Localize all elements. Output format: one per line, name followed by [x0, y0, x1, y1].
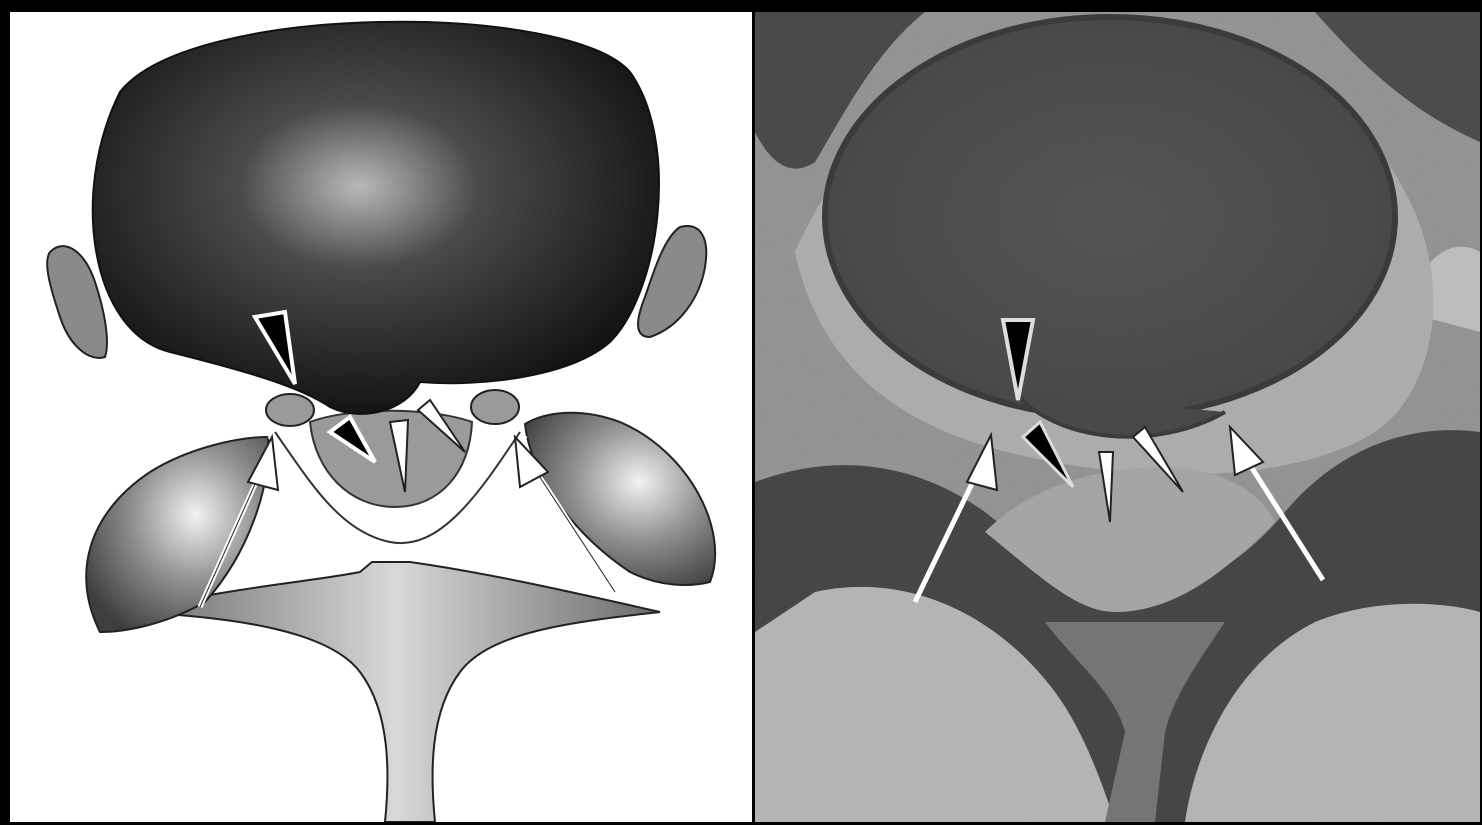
- vertebral-body: [93, 22, 659, 414]
- right-nerve-root: [471, 390, 519, 424]
- mri-panel: [755, 12, 1480, 822]
- illustration-panel: [10, 12, 752, 822]
- left-nerve-root: [266, 394, 314, 426]
- spine-illustration: [10, 12, 752, 822]
- spinous-process: [130, 562, 660, 822]
- mri-image: [755, 12, 1480, 822]
